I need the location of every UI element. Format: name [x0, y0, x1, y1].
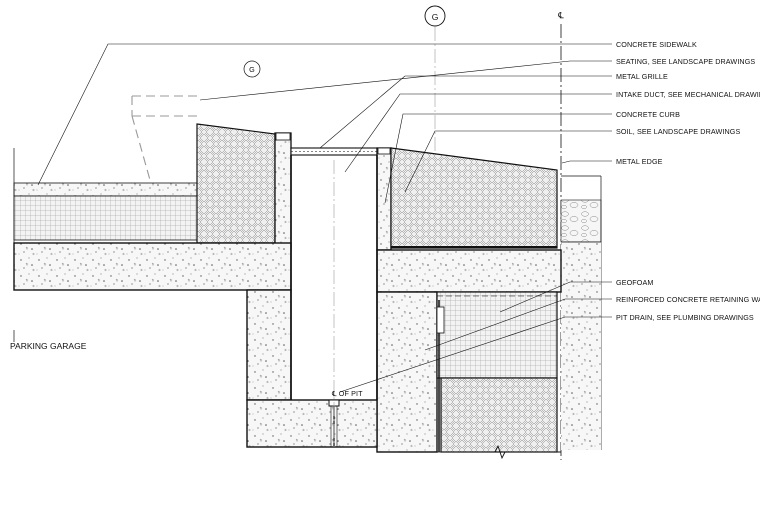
- property-line-symbol: ℄: [557, 10, 564, 20]
- concrete-sidewalk: [13, 148, 198, 290]
- note-concrete-sidewalk: CONCRETE SIDEWALK: [616, 40, 697, 49]
- seating-outline: [131, 95, 198, 181]
- geofoam: [436, 291, 558, 379]
- note-intake-duct: INTAKE DUCT, SEE MECHANICAL DRAWINGS: [616, 90, 760, 99]
- parking-garage-label: PARKING GARAGE: [10, 341, 87, 351]
- left-curb-wall: [274, 132, 292, 251]
- pit-floor-slab: [246, 399, 378, 448]
- gravel-strip: [560, 199, 602, 243]
- leader-lines: [37, 43, 612, 393]
- lower-soil: [440, 377, 558, 453]
- retaining-wall: [376, 291, 438, 453]
- note-concrete-curb: CONCRETE CURB: [616, 110, 680, 119]
- break-line: [441, 444, 561, 460]
- garage-roof-slab: [13, 242, 292, 291]
- notes-list: CONCRETE SIDEWALK SEATING, SEE LANDSCAPE…: [616, 40, 760, 322]
- right-slab: [376, 249, 562, 293]
- note-seating: SEATING, SEE LANDSCAPE DRAWINGS: [616, 57, 755, 66]
- grid-label-top: G: [432, 12, 439, 22]
- left-planter-soil: [196, 123, 276, 244]
- pit-left-wall: [246, 289, 292, 401]
- pit-center-label: ℄ OF PIT: [331, 389, 363, 398]
- note-metal-edge: METAL EDGE: [616, 157, 663, 166]
- right-curb-wall: [376, 147, 392, 251]
- note-soil: SOIL, SEE LANDSCAPE DRAWINGS: [616, 127, 740, 136]
- note-pit-drain: PIT DRAIN, SEE PLUMBING DRAWINGS: [616, 313, 754, 322]
- right-planter-soil: [390, 147, 558, 249]
- grid-line-g: G G: [243, 5, 446, 160]
- grid-label-mid: G: [249, 65, 255, 74]
- grid-bubble-top: [424, 5, 446, 27]
- grid-bubble-mid: [243, 60, 261, 78]
- note-geofoam: GEOFOAM: [616, 278, 653, 287]
- note-retaining-wall: REINFORCED CONCRETE RETAINING WALL: [616, 295, 760, 304]
- note-metal-grille: METAL GRILLE: [616, 72, 668, 81]
- metal-grille: [290, 147, 378, 156]
